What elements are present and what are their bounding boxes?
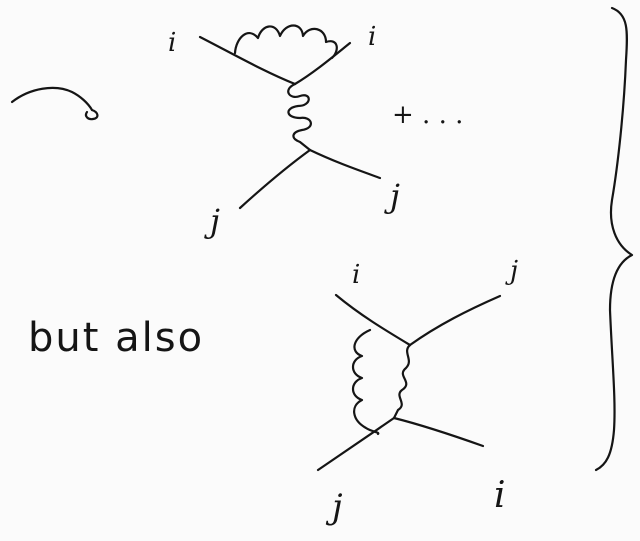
right-curly-brace [594,6,634,472]
top-diagram-self-energy-gluon-loop [233,24,338,60]
bottom-diagram-lower-left-fermion [316,416,396,472]
top-diagram-lower-right-fermion [308,148,382,180]
plus-ellipsis-label: + . . . [392,100,464,130]
bottom-diagram-upper-right-fermion [408,294,502,347]
arrow-head [84,108,99,121]
arrow-line [10,86,94,112]
top-diagram-right-fermion [293,41,352,86]
bottom-top-right-index-label: j [510,256,519,286]
top-bottom-right-index-label: j [390,177,400,215]
top-diagram-left-fermion [198,35,297,86]
bottom-diagram-lower-right-fermion [392,416,485,448]
bottom-top-left-index-label: i [352,260,361,290]
top-left-index-label: i [168,28,177,58]
top-bottom-left-index-label: j [210,202,220,240]
bottom-bottom-left-index-label: j [332,487,343,527]
bottom-diagram-exchange-gluon [392,343,412,420]
top-right-index-label: i [368,22,377,52]
bottom-diagram-upper-left-fermion [334,293,412,347]
bottom-bottom-right-index-label: i [494,475,506,516]
bottom-diagram-vertex-gluon-loop [351,328,380,436]
but-also-caption: but also [28,315,205,361]
top-diagram-exchange-gluon [287,82,312,152]
top-diagram-lower-left-fermion [238,148,312,210]
